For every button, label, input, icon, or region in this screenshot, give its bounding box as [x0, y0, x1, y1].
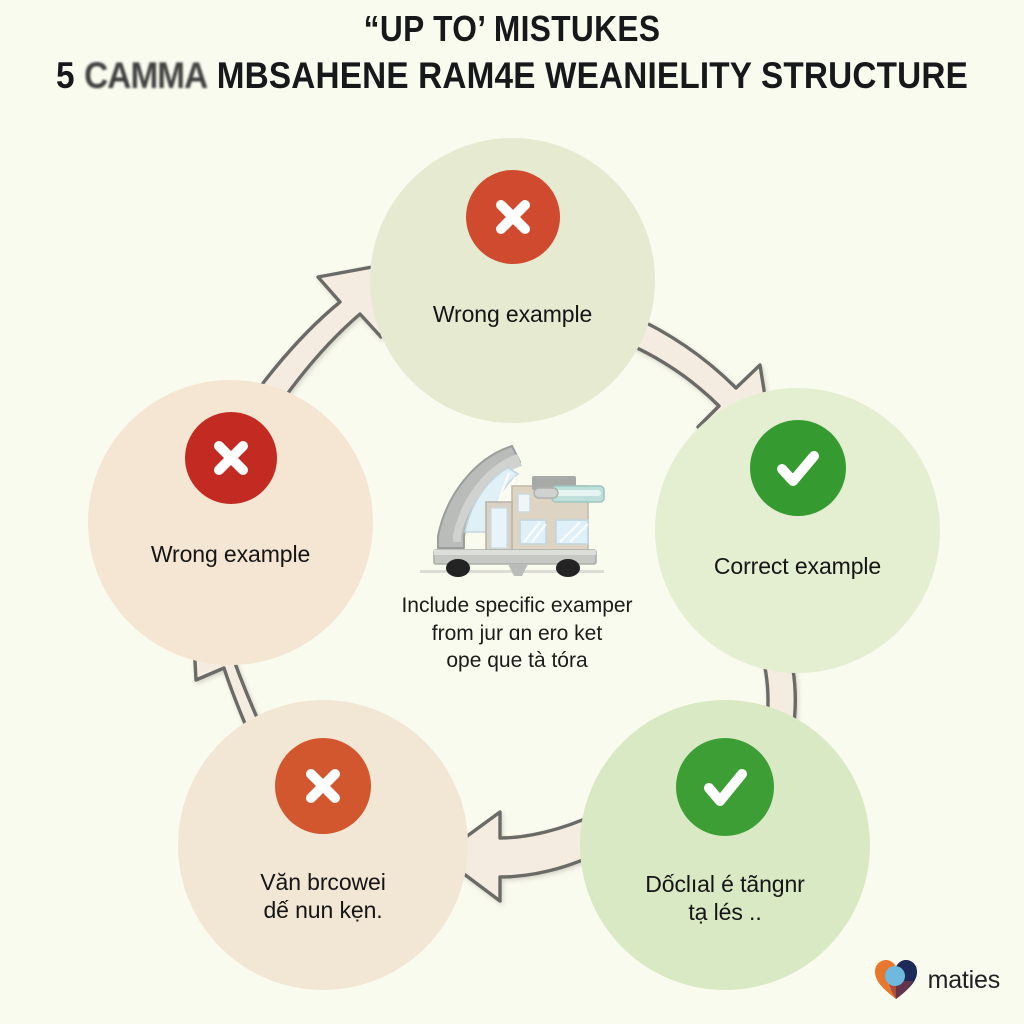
check-mark-icon	[749, 420, 846, 516]
heart-logo	[874, 960, 917, 999]
brand-logo-group: maties	[873, 958, 1000, 1002]
cycle-node-right-label: Correct example	[713, 553, 882, 579]
cycle-node-bottom-left-label: Văn brcowei dế nun kẹn.	[260, 869, 386, 924]
cycle-node-bottom-right-label: Dốclıal é tãngnr tạ lés ..	[645, 871, 805, 926]
page-title: “UP TO’ MISTUKES 5 CAMMA MBSAHENE RAM4E …	[0, 8, 1024, 95]
cycle-node-right[interactable]: Correct example	[655, 388, 940, 673]
cycle-node-bottom-right[interactable]: Dốclıal é tãngnr tạ lés ..	[580, 700, 870, 990]
title-line-2: 5 CAMMA MBSAHENE RAM4E WEANIELITY STRUCT…	[51, 56, 973, 95]
title-line-2-prefix: 5	[56, 55, 85, 97]
title-line-1: “UP TO’ MISTUKES	[363, 8, 661, 49]
cycle-node-left-label: Wrong example	[150, 541, 311, 567]
center-caption: Include specific examper from jur ɑn ero…	[401, 594, 633, 673]
machine-vehicle-illustration	[420, 445, 605, 577]
check-mark-icon	[676, 738, 774, 836]
cycle-node-left[interactable]: Wrong example	[88, 380, 373, 665]
title-line-2-suffix: MBSAHENE RAM4E WEANIELITY STRUCTURE	[207, 55, 968, 97]
cycle-node-bottom-left[interactable]: Văn brcowei dế nun kẹn.	[178, 700, 468, 990]
cycle-node-top[interactable]: Wrong example	[370, 138, 655, 423]
x-mark-icon	[465, 170, 560, 264]
x-mark-icon	[275, 738, 371, 834]
title-blurred-word: CAMMA	[84, 55, 208, 97]
x-mark-icon	[184, 412, 277, 504]
cycle-node-top-label: Wrong example	[432, 301, 593, 327]
brand-name: maties	[927, 965, 1001, 994]
